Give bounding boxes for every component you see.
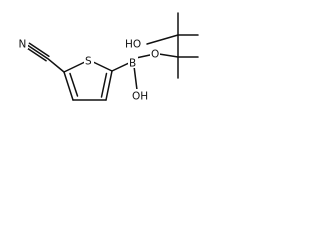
chemical-structure-diagram: N S B O HO OH [18, 12, 199, 103]
bond-b-oh [133, 65, 138, 91]
bond-b-o [135, 54, 151, 59]
boronic-ester-group [111, 12, 199, 91]
bond-c2-b [111, 61, 132, 72]
bond-o-cq2 [158, 53, 179, 58]
atom-label-ester-oxygen: O [151, 49, 159, 61]
bond-ring-to-nitrile [47, 58, 65, 73]
atom-label-boron-hydroxyl: OH [132, 91, 148, 103]
bond-c2-c3 [105, 70, 113, 101]
thiophene-ring [47, 58, 113, 101]
bond-ho-cq1 [146, 34, 179, 45]
atom-label-pinacol-hydroxyl: HO [125, 39, 141, 51]
atom-labels: N S B O HO OH [19, 39, 160, 103]
nitrile-triple-bond [25, 42, 50, 62]
atom-label-backgrounds [18, 37, 160, 101]
atom-label-boron: B [129, 58, 136, 70]
bond-c4-c5-inner [69, 72, 79, 97]
atom-label-sulfur: S [85, 56, 92, 68]
atom-label-nitrogen: N [19, 39, 27, 51]
bond-c4-c5 [63, 71, 74, 101]
bond-c2-c3-inner [100, 72, 108, 98]
